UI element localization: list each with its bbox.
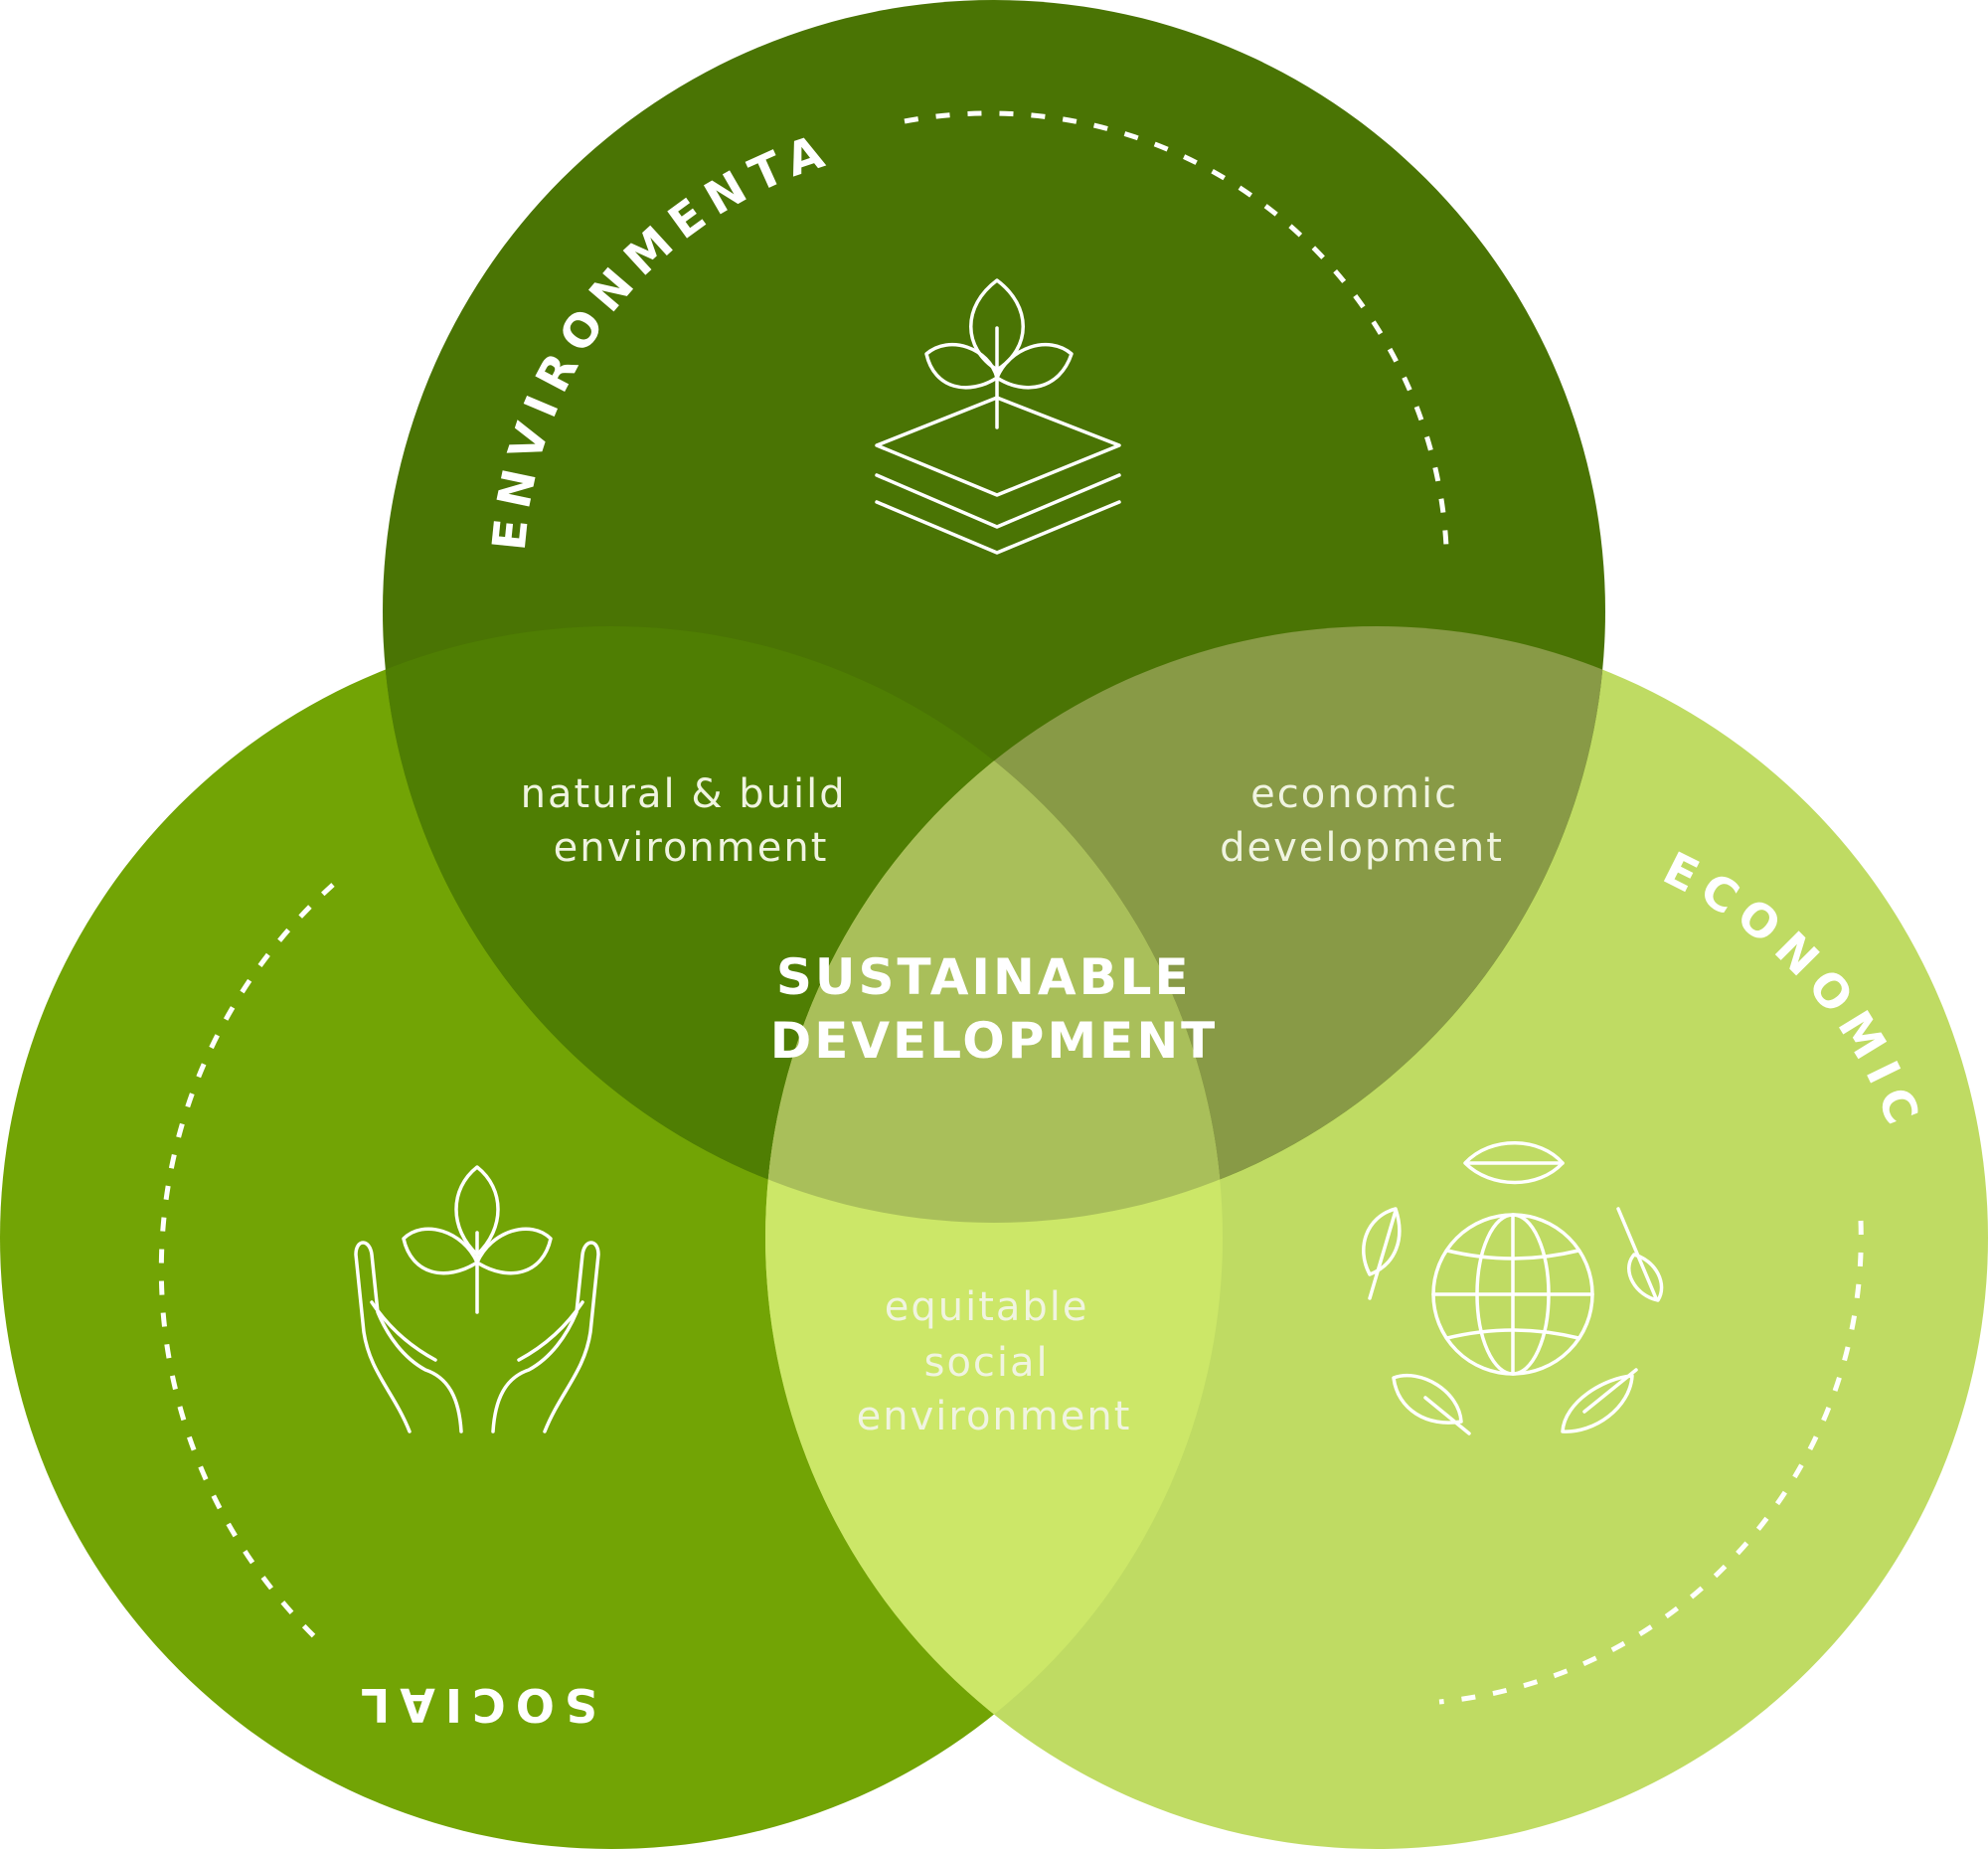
overlap-label-equitable-social: equitable social environment: [857, 1284, 1132, 1439]
hands-plant-icon: [354, 1165, 600, 1433]
center-label: SUSTAINABLE DEVELOPMENT: [770, 948, 1219, 1070]
social-label: SOCIAL: [351, 1678, 597, 1732]
overlap-label-economic-development: economic development: [1220, 771, 1504, 871]
environmental-dashed-arc: [904, 110, 1449, 548]
social-dashed-arc: [158, 883, 335, 1642]
globe-leaves-icon: [1362, 1141, 1664, 1435]
economic-dashed-arc: [1438, 1220, 1864, 1705]
overlap-center: [765, 626, 1223, 1223]
overlap-label-natural-build: natural & build environment: [521, 771, 862, 871]
plant-layers-icon: [875, 278, 1121, 555]
